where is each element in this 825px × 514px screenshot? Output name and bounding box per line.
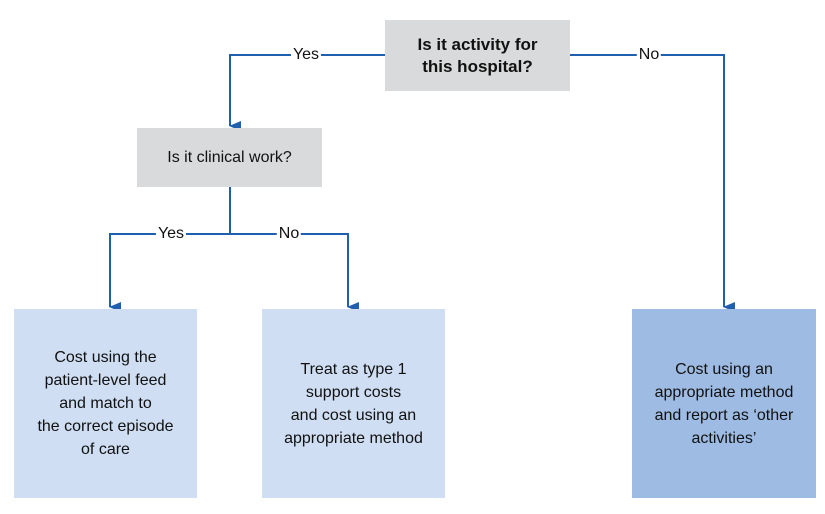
outcome-patient-level-box: Cost using the patient-level feed and ma… <box>14 309 197 498</box>
top-question-box: Is it activity for this hospital? <box>385 20 570 91</box>
outcome-type1-support-box: Treat as type 1 support costs and cost u… <box>262 309 445 498</box>
connector-clinical-no <box>230 233 359 312</box>
outcome-other-activities-text: Cost using an appropriate method and rep… <box>654 360 794 447</box>
connector-clinical-yes <box>109 233 230 312</box>
edge-label-top-yes: Yes <box>290 46 322 64</box>
connector-top-no <box>570 54 735 312</box>
edge-label-top-no: No <box>636 46 662 64</box>
connector-top-yes <box>229 54 385 131</box>
clinical-question-box: Is it clinical work? <box>137 128 322 187</box>
clinical-question-text: Is it clinical work? <box>167 148 292 166</box>
edge-label-clinical-yes: Yes <box>155 225 187 243</box>
outcome-type1-support-text: Treat as type 1 support costs and cost u… <box>284 360 423 447</box>
outcome-other-activities-box: Cost using an appropriate method and rep… <box>632 309 816 498</box>
outcome-patient-level-text: Cost using the patient-level feed and ma… <box>37 349 174 458</box>
edge-label-clinical-no: No <box>276 225 302 243</box>
top-question-text: Is it activity for this hospital? <box>417 34 538 76</box>
